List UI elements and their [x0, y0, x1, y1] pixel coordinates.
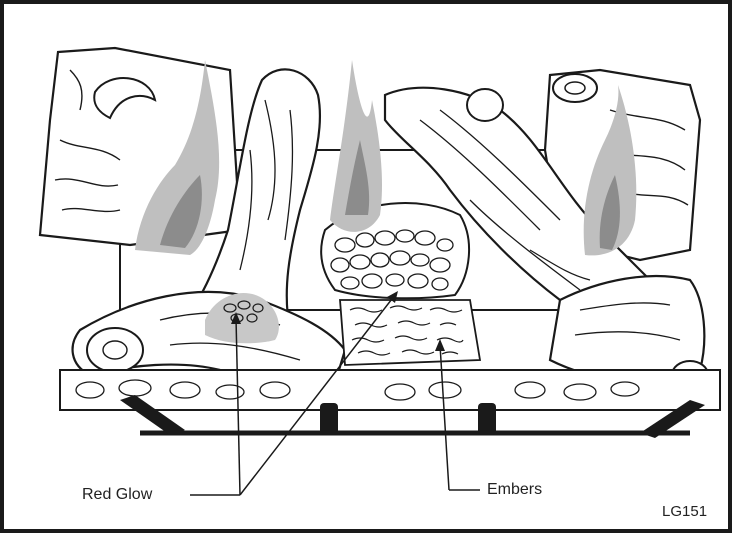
red-glow-label: Red Glow [82, 486, 152, 504]
embers-leader [440, 345, 449, 490]
base-strip [60, 370, 720, 410]
embers-label: Embers [487, 481, 542, 499]
figure-code-label: LG151 [662, 503, 707, 521]
right-log-end [553, 74, 597, 102]
